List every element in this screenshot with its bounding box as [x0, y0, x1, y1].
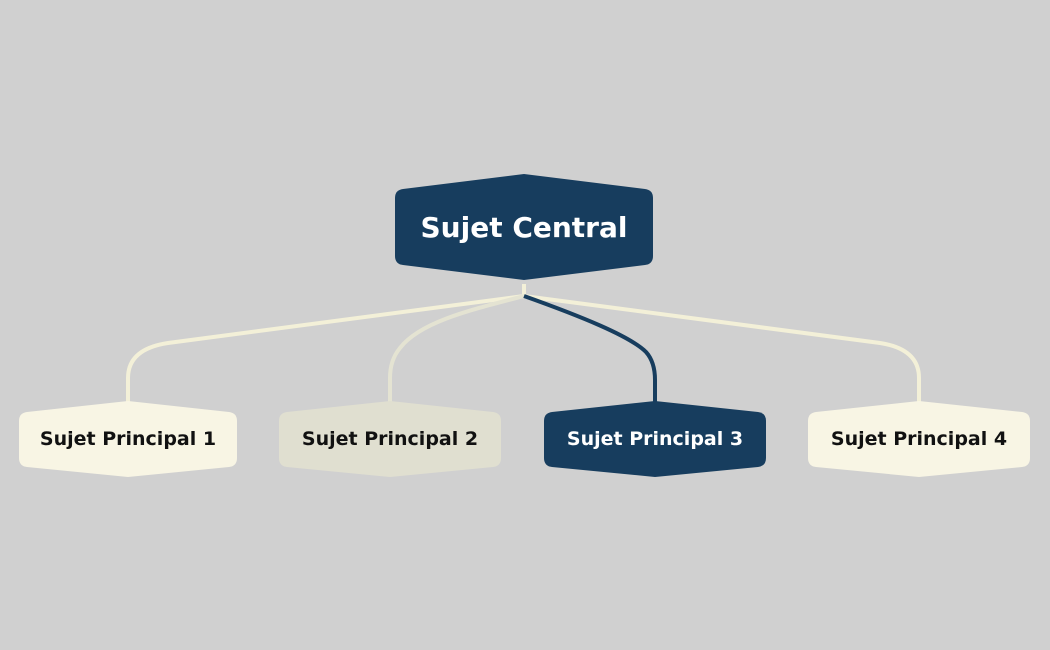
topic-shape-3[interactable]: [544, 401, 766, 477]
central-topic-shape[interactable]: [395, 174, 653, 280]
connector-topic-1: [126, 284, 526, 403]
connector-topic-3: [523, 294, 657, 403]
connector-topic-4: [523, 294, 921, 403]
connector-topic-2: [388, 294, 525, 403]
topic-shape-4[interactable]: [808, 401, 1030, 477]
topic-shape-2[interactable]: [279, 401, 501, 477]
topic-shape-1[interactable]: [19, 401, 237, 477]
